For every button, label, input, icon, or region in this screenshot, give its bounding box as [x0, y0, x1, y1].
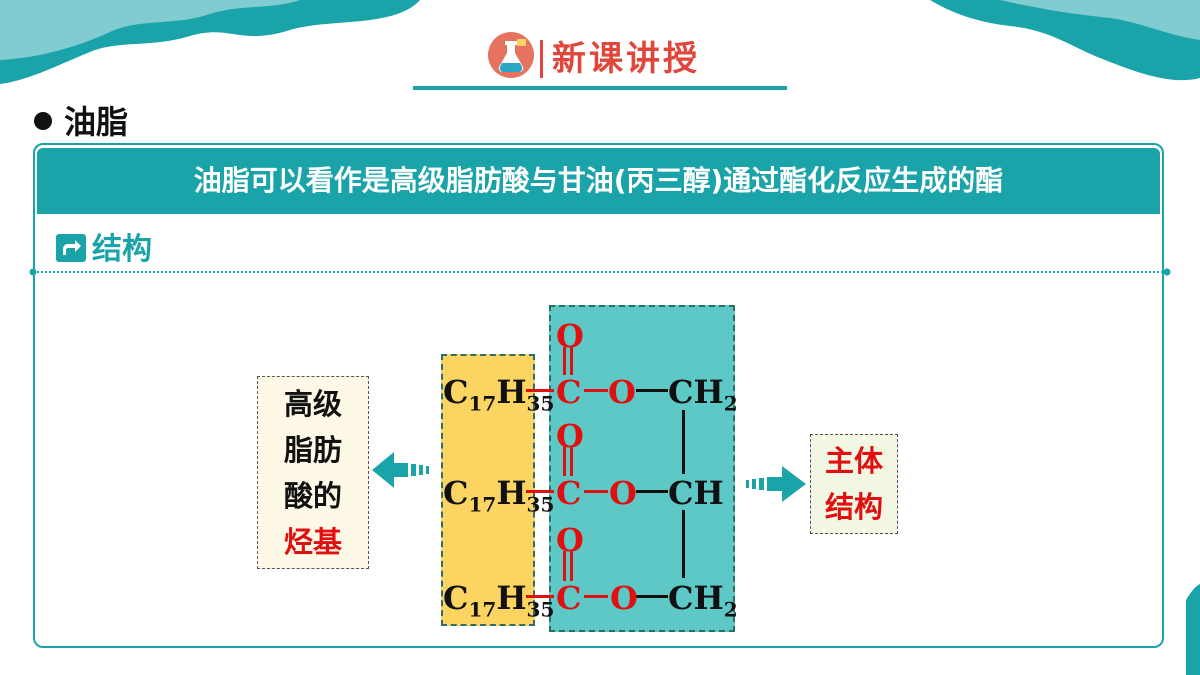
- o-glycerol-bond-2: [636, 490, 668, 493]
- ch2-sub: 2: [723, 391, 738, 416]
- alkyl-c-bond-3: [526, 595, 554, 598]
- content-panel: [33, 143, 1164, 648]
- alkyl-group-1: C17H35: [443, 374, 554, 421]
- section-title: 油脂: [64, 103, 129, 141]
- double-bond-1b: [570, 347, 573, 375]
- alkyl-c-sub: 17: [468, 391, 497, 416]
- top-right-wave-light: [1000, 0, 1200, 40]
- c-o-bond-1: [584, 389, 608, 392]
- alkyl-h-sub: 35: [526, 492, 555, 517]
- alkyl-c-bond-2: [526, 490, 554, 493]
- double-bond-3b: [570, 551, 573, 581]
- alkyl-group-2: C17H35: [443, 475, 554, 522]
- glycerol-ch2-bottom: CH2: [668, 580, 738, 627]
- c-o-bond-2: [584, 490, 608, 493]
- subsection-title: 结构: [92, 232, 152, 267]
- ester-oxygen-1: O: [608, 373, 636, 411]
- dotted-divider: [37, 271, 1163, 273]
- glycerol-bond-top: [682, 410, 685, 474]
- o-glycerol-bond-1: [636, 389, 668, 392]
- carbonyl-carbon-1: C: [556, 373, 582, 411]
- alkyl-c-sub: 17: [468, 597, 497, 622]
- glycerol-bond-bottom: [682, 510, 685, 578]
- hydrocarbon-label-box: 高级 脂肪 酸的 烃基: [257, 376, 369, 569]
- alkyl-h-sub: 35: [526, 597, 555, 622]
- left-label-line-3: 酸的: [283, 478, 342, 513]
- alkyl-c: C: [443, 579, 469, 617]
- left-label-line-1: 高级: [283, 386, 342, 421]
- arrow-right-icon: [746, 466, 806, 502]
- alkyl-group-3: C17H35: [443, 580, 554, 627]
- bullet-icon: [34, 112, 52, 130]
- alkyl-h-sub: 35: [526, 391, 555, 416]
- header-divider: [540, 40, 543, 78]
- definition-banner: 油脂可以看作是高级脂肪酸与甘油(丙三醇)通过酯化反应生成的酯: [37, 148, 1160, 214]
- ester-oxygen-2: O: [609, 474, 637, 512]
- alkyl-h: H: [496, 474, 527, 512]
- left-label-highlight: 烃基: [283, 524, 342, 559]
- bottom-right-wave: [1186, 584, 1200, 675]
- header-underline: [413, 86, 787, 90]
- right-label-line-1: 主体: [824, 444, 883, 478]
- double-bond-1a: [563, 347, 566, 375]
- share-arrow-icon: [56, 234, 86, 262]
- carbonyl-carbon-3: C: [556, 579, 582, 617]
- alkyl-c-bond-1: [526, 389, 554, 392]
- carbonyl-oxygen-1: O: [556, 317, 584, 355]
- alkyl-group-highlight: [441, 354, 535, 626]
- carbonyl-carbon-2: C: [556, 474, 582, 512]
- alkyl-h: H: [496, 579, 527, 617]
- glycerol-ch2-top: CH2: [668, 374, 738, 421]
- arrow-left-icon: [372, 452, 429, 488]
- ester-backbone-highlight: [549, 305, 735, 632]
- page-title: 新课讲授: [552, 39, 700, 79]
- divider-end-dots: [29, 268, 1171, 276]
- carbonyl-oxygen-3: O: [556, 521, 584, 559]
- carbonyl-oxygen-2: O: [556, 417, 584, 455]
- double-bond-2b: [570, 446, 573, 476]
- o-glycerol-bond-3: [636, 595, 668, 598]
- alkyl-c: C: [443, 474, 469, 512]
- top-left-wave-light: [0, 0, 300, 60]
- left-label-line-2: 脂肪: [283, 432, 342, 467]
- ch2-text: CH: [668, 579, 724, 617]
- chemistry-flask-icon: [488, 32, 534, 78]
- ester-oxygen-3: O: [610, 579, 638, 617]
- double-bond-2a: [563, 446, 566, 476]
- alkyl-c: C: [443, 373, 469, 411]
- glycerol-ch-middle: CH: [668, 474, 724, 512]
- alkyl-h: H: [496, 373, 527, 411]
- main-structure-label-box: 主体 结构: [810, 434, 898, 534]
- double-bond-3a: [563, 551, 566, 581]
- c-o-bond-3: [584, 595, 608, 598]
- ch2-text: CH: [668, 373, 724, 411]
- right-label-line-2: 结构: [824, 490, 883, 524]
- alkyl-c-sub: 17: [468, 492, 497, 517]
- ch2-sub: 2: [723, 597, 738, 622]
